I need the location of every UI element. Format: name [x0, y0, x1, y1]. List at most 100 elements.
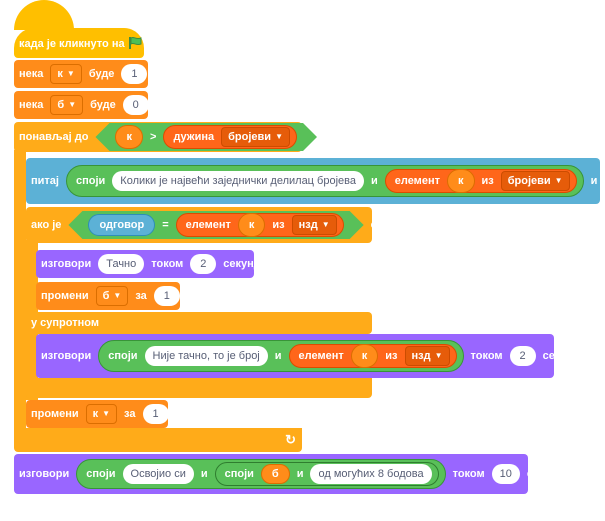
secs-input[interactable]: 2	[509, 346, 536, 366]
then-label: онда	[370, 219, 398, 231]
chevron-down-icon: ▼	[102, 409, 111, 418]
secs-unit-label: секунде	[542, 350, 587, 362]
secs-unit-label: секунде	[526, 468, 571, 480]
of-label: из	[481, 175, 494, 187]
op-label: >	[150, 131, 157, 143]
if-label: ако је	[31, 219, 62, 231]
green-flag-icon	[128, 36, 144, 53]
secs-unit-label: секунде	[223, 258, 267, 270]
text-input[interactable]: од могућих 8 бодова	[310, 464, 432, 484]
by-label: за	[135, 290, 147, 302]
for-label: током	[470, 350, 503, 362]
chevron-down-icon: ▼	[321, 220, 330, 229]
and-wait-label: и чекај	[590, 175, 605, 187]
chevron-down-icon: ▼	[113, 291, 122, 300]
set-label: нека	[19, 68, 44, 80]
say-label: изговори	[41, 350, 92, 362]
change-label: промени	[31, 408, 79, 420]
change-b-block[interactable]: промени б▼ за 1	[36, 282, 180, 310]
chevron-down-icon: ▼	[66, 69, 75, 78]
else-section: у супротном	[26, 312, 372, 334]
set-label: нека	[19, 99, 44, 111]
item-of-list-reporter[interactable]: елемент к из нзд▼	[176, 213, 344, 237]
for-label: током	[151, 258, 184, 270]
by-label: за	[124, 408, 136, 420]
join-label: споји	[108, 350, 138, 362]
var-k-reporter[interactable]: к	[115, 125, 143, 149]
for-label: током	[452, 468, 485, 480]
value-input[interactable]: 1	[121, 64, 148, 84]
value-input[interactable]: 1	[153, 286, 180, 306]
join-reporter[interactable]: споји Колики је највећи заједнички делил…	[65, 165, 584, 197]
length-label: дужина	[173, 131, 215, 143]
say-final-score-block[interactable]: изговори споји Освојио си и споји б и од…	[14, 454, 570, 494]
var-dropdown[interactable]: к▼	[50, 64, 82, 84]
and-label: и	[274, 350, 282, 362]
set-b-block[interactable]: нека б▼ буде 0	[14, 91, 149, 119]
var-dropdown[interactable]: б▼	[50, 95, 84, 115]
text-input[interactable]: Није тачно, то је број	[144, 346, 268, 366]
list-dropdown[interactable]: бројеви▼	[500, 171, 570, 191]
eq-label: =	[162, 219, 169, 231]
list-dropdown[interactable]: бројеви▼	[221, 127, 290, 147]
loop-arrow-icon: ↻	[285, 432, 296, 447]
item-label: елемент	[298, 350, 344, 362]
join-label: споји	[86, 468, 116, 480]
else-label: у супротном	[31, 317, 99, 329]
chevron-down-icon: ▼	[554, 176, 563, 185]
hat-label: када је кликнуто на	[19, 38, 125, 50]
item-label: елемент	[394, 175, 440, 187]
repeat-bottom: ↻	[14, 428, 302, 452]
length-of-list-reporter[interactable]: дужина бројеви▼	[163, 125, 297, 149]
repeat-until-block[interactable]: понављај до к > дужина бројеви▼	[14, 122, 302, 152]
of-label: из	[385, 350, 398, 362]
item-of-list-reporter[interactable]: елемент к из нзд▼	[288, 344, 457, 368]
hat-cap	[14, 0, 74, 30]
set-k-block[interactable]: нека к▼ буде 1	[14, 60, 148, 88]
secs-input[interactable]: 10	[491, 464, 520, 484]
text-input[interactable]: Колики је највећи заједнички делилац бро…	[112, 171, 364, 191]
equals-condition[interactable]: одговор = елемент к из нзд▼	[68, 211, 363, 239]
text-input[interactable]: Освојио си	[122, 464, 194, 484]
say-join-for-secs-block[interactable]: изговори споји Није тачно, то је број и …	[36, 334, 586, 378]
item-of-list-reporter[interactable]: елемент к из бројеви▼	[384, 169, 577, 193]
chevron-down-icon: ▼	[434, 351, 443, 360]
say-for-secs-block[interactable]: изговори Тачно током 2 секунде	[36, 250, 267, 278]
of-label: из	[272, 219, 285, 231]
list-dropdown[interactable]: нзд▼	[404, 346, 450, 366]
change-k-block[interactable]: промени к▼ за 1	[26, 400, 169, 428]
message-input[interactable]: Тачно	[98, 254, 145, 274]
repeat-arm	[14, 150, 26, 430]
and-label: и	[200, 468, 208, 480]
hat-block-when-flag-clicked[interactable]: када је кликнуто на	[14, 28, 144, 58]
chevron-down-icon: ▼	[275, 132, 283, 141]
answer-reporter[interactable]: одговор	[88, 214, 155, 236]
ask-and-wait-block[interactable]: питај споји Колики је највећи заједнички…	[26, 158, 605, 204]
var-dropdown[interactable]: к▼	[85, 404, 118, 424]
join-reporter[interactable]: споји Није тачно, то је број и елемент к…	[98, 340, 464, 372]
var-dropdown[interactable]: б▼	[95, 286, 129, 306]
and-label: и	[296, 468, 304, 480]
repeat-label: понављај до	[19, 131, 89, 143]
ask-label: питај	[31, 175, 59, 187]
var-k-reporter[interactable]: к	[238, 213, 266, 237]
var-k-reporter[interactable]: к	[446, 169, 475, 193]
join-reporter[interactable]: споји Освојио си и споји б и од могућих …	[76, 459, 446, 489]
if-else-block[interactable]: ако је одговор = елемент к из нзд▼ онда	[26, 207, 397, 243]
if-else-bottom	[26, 378, 372, 398]
say-label: изговори	[41, 258, 92, 270]
var-b-reporter[interactable]: б	[260, 464, 290, 484]
greater-than-condition[interactable]: к > дужина бројеви▼	[95, 123, 317, 151]
inner-join-reporter[interactable]: споји б и од могућих 8 бодова	[214, 462, 439, 486]
join-label: споји	[75, 175, 106, 187]
list-dropdown[interactable]: нзд▼	[292, 215, 337, 235]
secs-input[interactable]: 2	[190, 254, 217, 274]
var-k-reporter[interactable]: к	[350, 344, 379, 368]
say-label: изговори	[19, 468, 70, 480]
value-input[interactable]: 0	[122, 95, 149, 115]
and-label: и	[370, 175, 378, 187]
value-input[interactable]: 1	[142, 404, 169, 424]
join-label: споји	[224, 468, 254, 480]
item-label: елемент	[185, 219, 231, 231]
change-label: промени	[41, 290, 89, 302]
